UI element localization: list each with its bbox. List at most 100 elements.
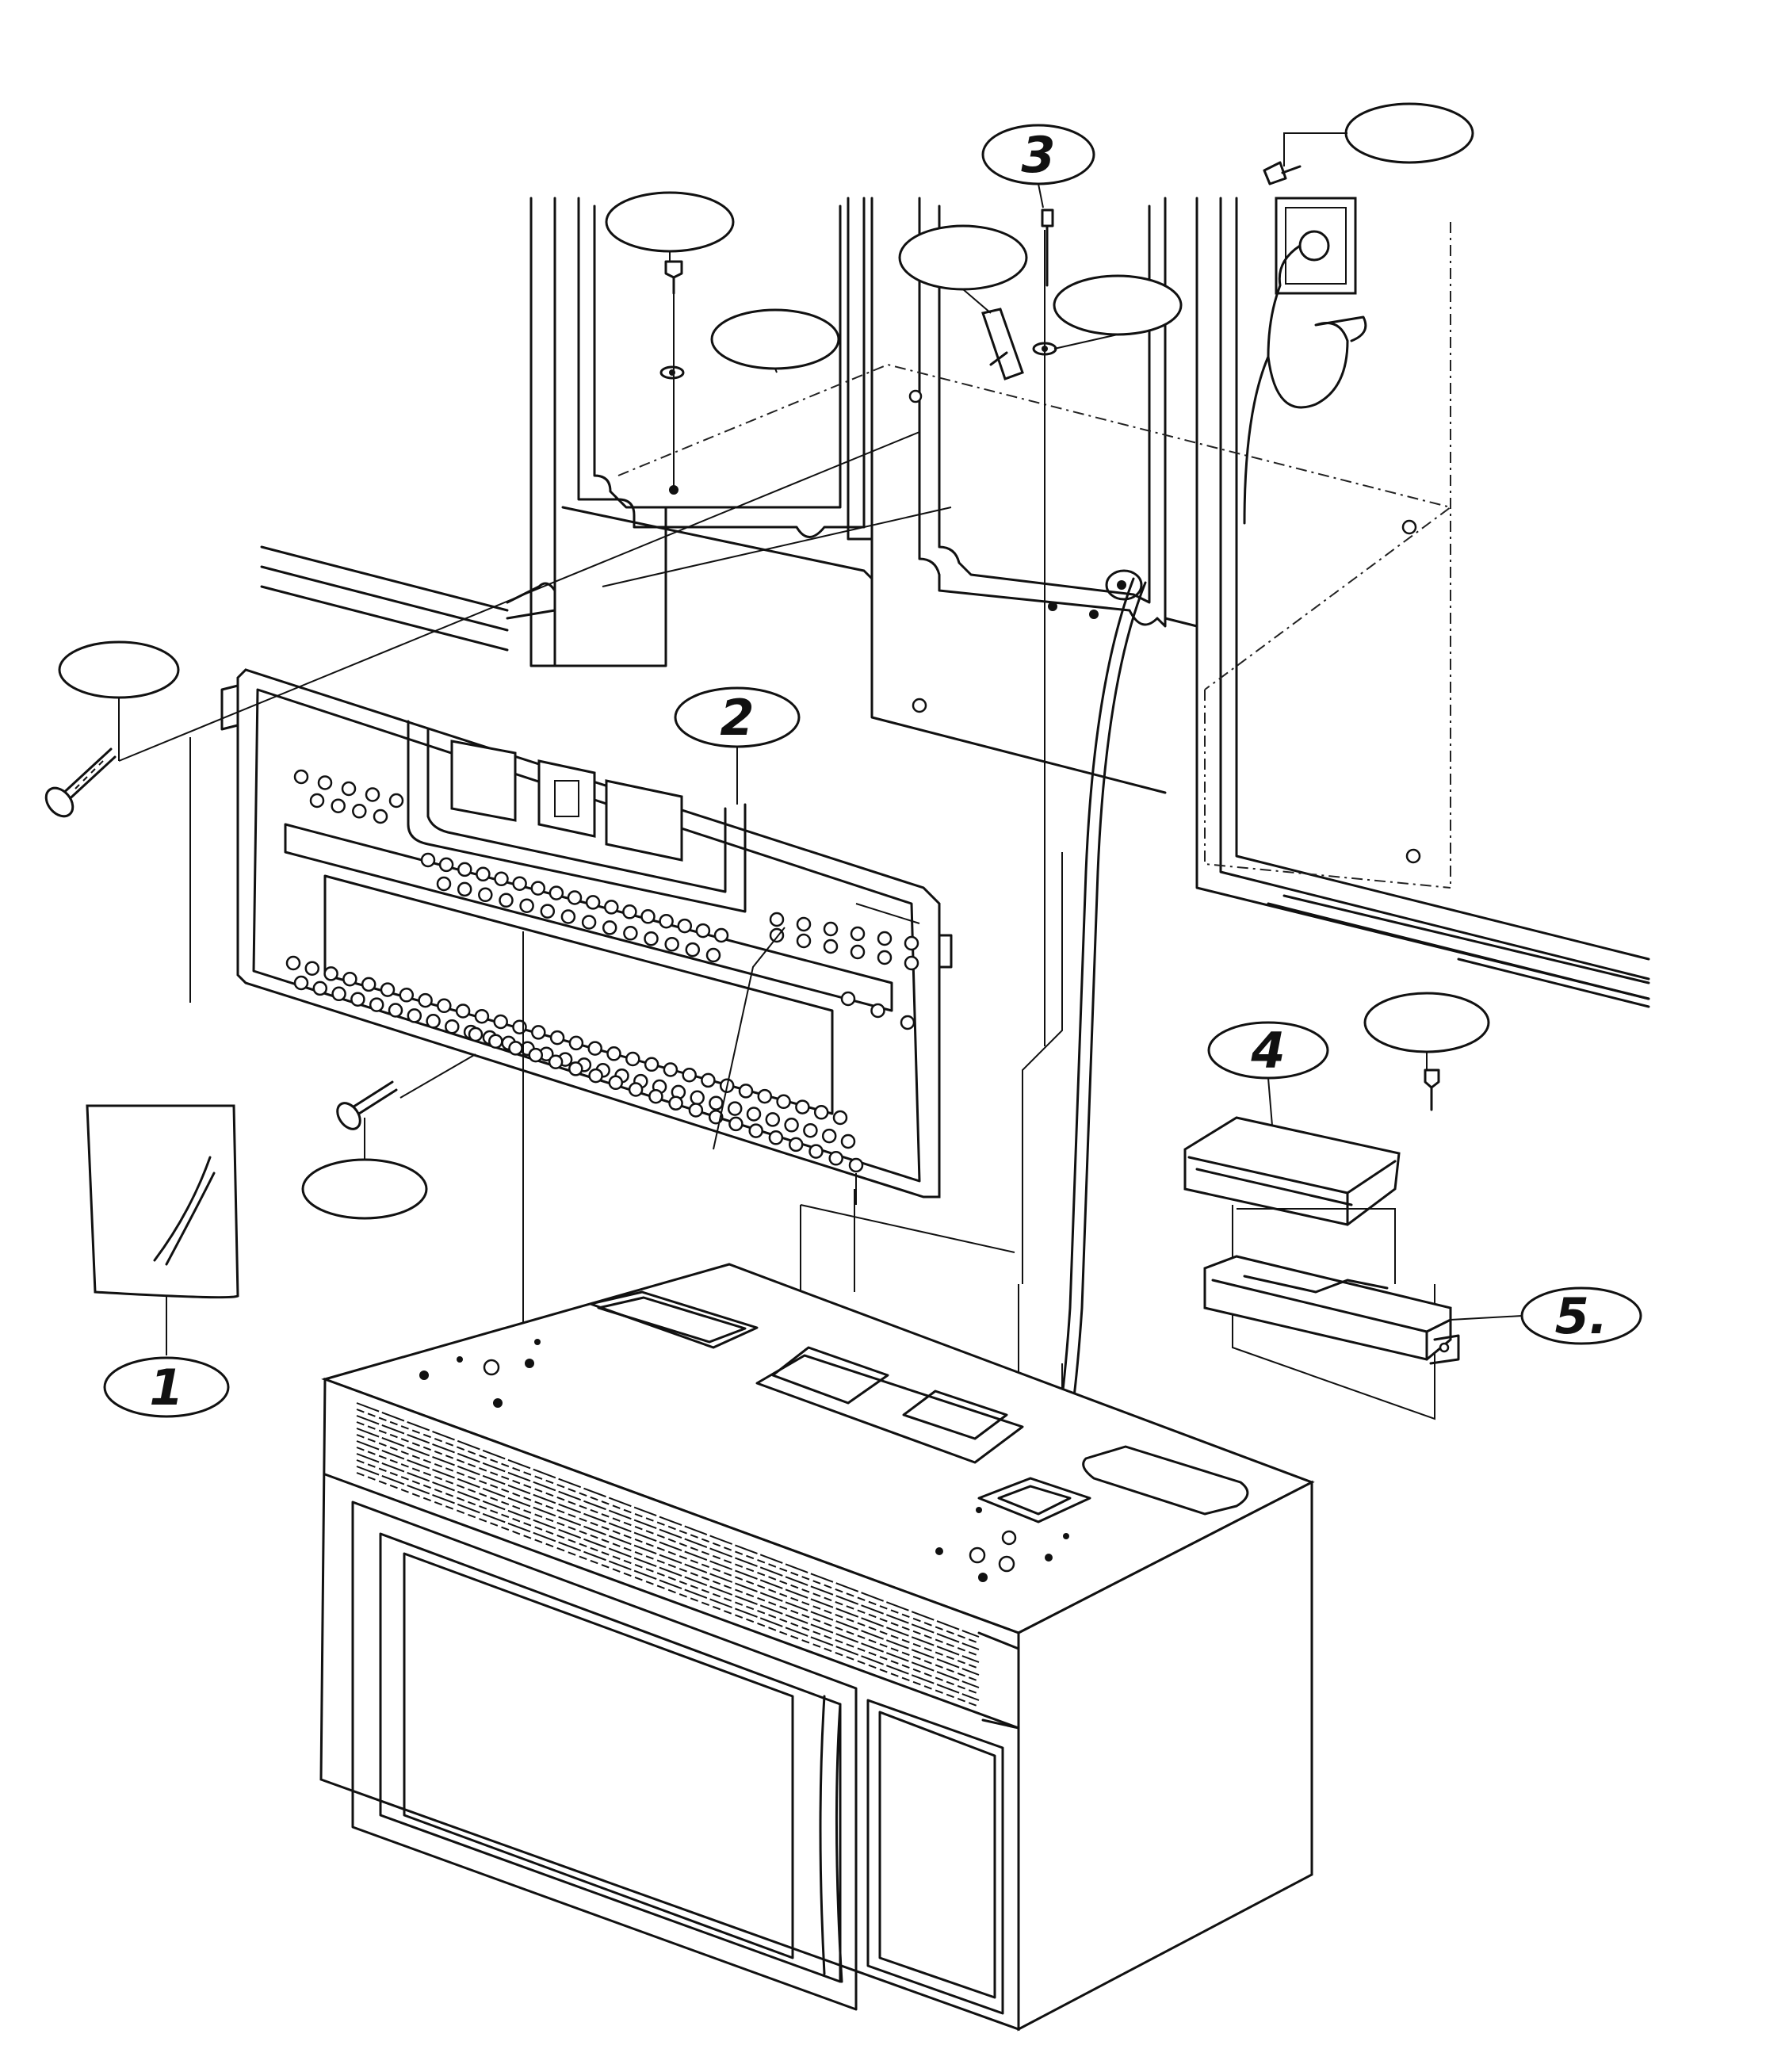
vent-slot — [356, 1440, 980, 1676]
vent-slot — [356, 1472, 980, 1707]
plate-hole — [468, 1026, 484, 1042]
callout-4-label: 4 — [1250, 1022, 1285, 1080]
plate-hole — [709, 1095, 724, 1111]
plate-hole — [323, 966, 338, 981]
vent-slot — [356, 1447, 980, 1682]
plate-hole — [644, 1057, 659, 1072]
plate-hole — [445, 1019, 460, 1034]
plate-hole — [850, 926, 866, 942]
plate-hole — [540, 904, 556, 919]
plate-hole — [312, 981, 328, 996]
plate-hole — [407, 1008, 422, 1023]
plate-hole — [765, 1112, 781, 1127]
plate-hole — [640, 909, 656, 924]
plate-hole — [494, 871, 509, 887]
plate-hole — [478, 887, 493, 903]
plate-hole — [285, 955, 301, 971]
callout-3: 3 — [981, 124, 1095, 208]
plate-hole — [705, 947, 721, 963]
plate-hole — [581, 915, 597, 930]
plate-hole — [519, 898, 534, 913]
plate-hole — [870, 1003, 885, 1019]
plate-hole — [746, 1107, 762, 1122]
plate-hole — [560, 909, 576, 924]
plate-hole — [623, 926, 638, 941]
callout-blank-outlet-screw — [1344, 102, 1474, 164]
vent-slot — [356, 1415, 980, 1650]
plate-hole — [331, 798, 346, 813]
plate-hole — [701, 1072, 716, 1088]
plate-hole — [549, 1030, 565, 1046]
plate-hole — [293, 975, 309, 991]
plate-hole — [604, 900, 619, 915]
plate-hole — [528, 1047, 544, 1063]
plate-hole — [361, 977, 377, 992]
plate-hole — [342, 971, 357, 987]
plate-hole — [848, 1157, 864, 1173]
plate-hole — [512, 876, 527, 891]
guide-and-damper — [1183, 1116, 1460, 1420]
plate-hole — [900, 1015, 915, 1030]
plate-hole — [685, 942, 701, 958]
plate-hole — [728, 1116, 743, 1132]
plate-hole — [437, 998, 452, 1014]
plate-hole — [304, 961, 320, 976]
plate-hole — [840, 1133, 856, 1149]
plate-hole — [757, 1088, 773, 1104]
plate-hole — [904, 955, 919, 971]
plate-hole — [352, 804, 367, 819]
plate-hole — [418, 992, 433, 1008]
callout-blank-damper-screw — [1363, 992, 1490, 1053]
callout-blank-washer-right — [1053, 274, 1183, 336]
plate-hole — [388, 793, 404, 809]
plate-hole — [588, 1068, 603, 1084]
plate-hole — [585, 895, 601, 910]
plate-hole — [420, 852, 436, 868]
plate-hole — [568, 1035, 584, 1051]
plate-hole — [795, 1099, 810, 1114]
callout-blank-toggle — [898, 224, 1028, 291]
plate-hole — [821, 1128, 837, 1144]
plate-hole — [331, 986, 346, 1002]
vent-slot — [356, 1421, 980, 1657]
callout-5-label: 5. — [1555, 1287, 1608, 1345]
plate-hole — [850, 944, 866, 960]
plate-hole — [488, 1034, 503, 1049]
plate-hole — [438, 857, 454, 873]
plate-hole — [309, 793, 325, 809]
vent-slot — [356, 1453, 980, 1688]
wall-cabinets — [260, 197, 1650, 1008]
plate-hole — [769, 912, 785, 927]
plate-hole — [388, 1003, 403, 1018]
plate-hole — [369, 997, 384, 1012]
plate-hole — [784, 1118, 799, 1133]
callout-blank-washer-left — [710, 308, 840, 370]
wall-outlet-and-power-cord — [1045, 197, 1367, 1492]
plate-hole — [508, 1041, 523, 1056]
plate-hole — [602, 920, 617, 935]
callout-3-label: 3 — [1021, 126, 1055, 184]
plate-hole — [293, 769, 309, 785]
plate-hole — [813, 1105, 829, 1120]
plate-hole — [828, 1151, 843, 1166]
plate-hole — [727, 1101, 743, 1116]
callout-2-label: 2 — [720, 689, 754, 747]
callout-4: 4 — [1207, 1021, 1329, 1126]
callout-2: 2 — [674, 686, 801, 805]
plate-hole — [622, 904, 637, 919]
plate-hole — [690, 1090, 705, 1106]
plate-hole — [803, 1122, 818, 1138]
callout-bubbles: 3 2 1 4 5. — [58, 102, 1642, 1418]
plate-hole — [877, 931, 893, 946]
plate-hole — [474, 1008, 490, 1024]
plate-hole — [644, 931, 659, 946]
plate-hole — [548, 1054, 564, 1069]
plate-hole — [512, 1019, 527, 1034]
plate-hole — [436, 876, 452, 892]
plate-hole — [788, 1137, 804, 1153]
plate-hole — [796, 916, 812, 932]
callout-1-label: 1 — [149, 1359, 183, 1416]
plate-hole — [748, 1123, 763, 1138]
plate-hole — [677, 918, 693, 934]
